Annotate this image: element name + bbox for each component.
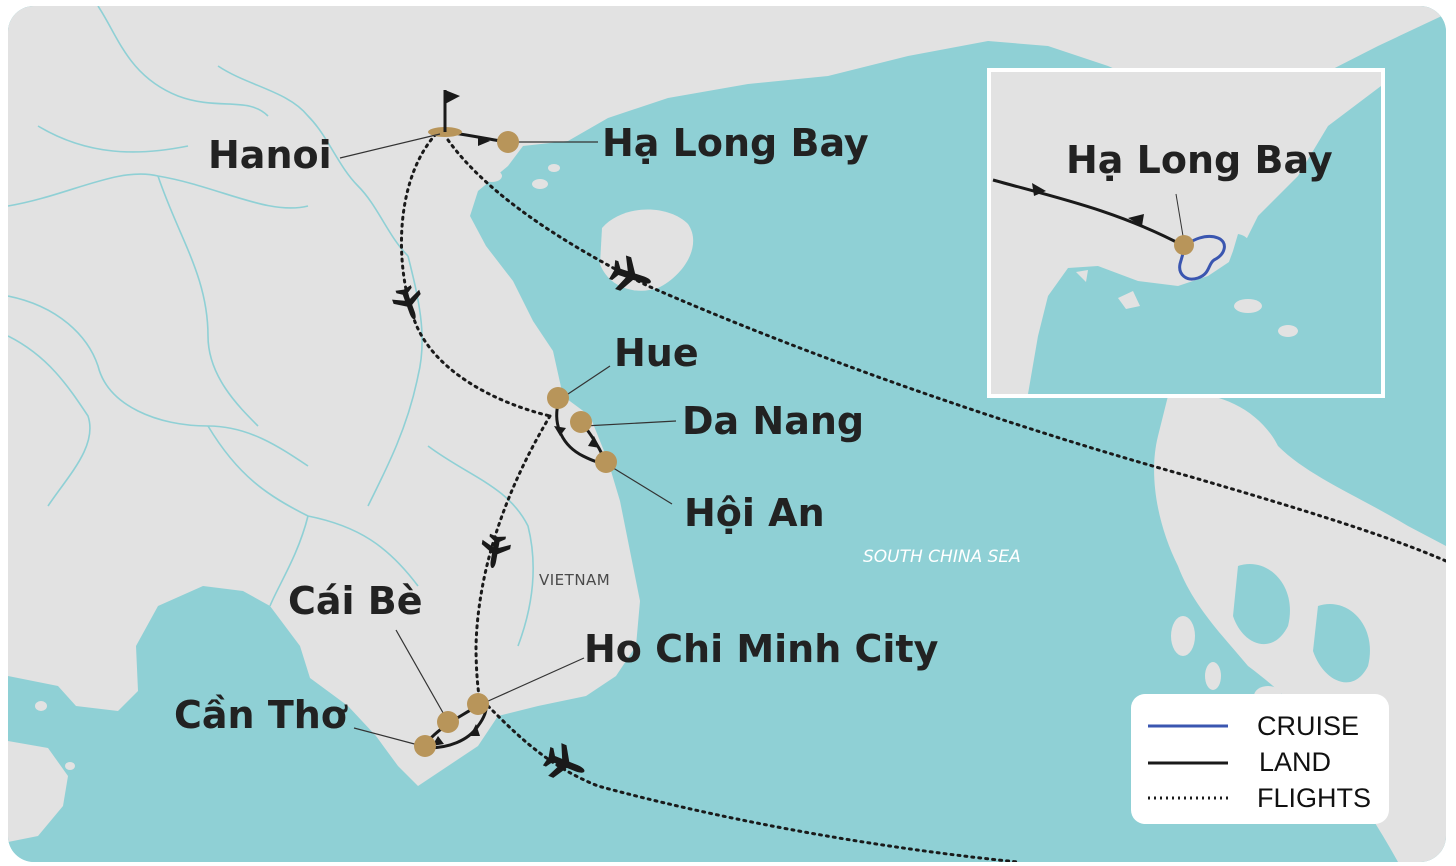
route-arrow-icon: [588, 436, 600, 448]
inset-cruise-route: [1178, 235, 1226, 281]
route-map: Hạ Long Bay: [8, 6, 1446, 862]
route-arrow-icon: [1032, 183, 1046, 196]
inset-map: Hạ Long Bay: [987, 68, 1385, 398]
inset-ha-long-marker: [1174, 235, 1194, 255]
marker-can-tho: [414, 735, 436, 757]
route-arrow-icon: [554, 426, 566, 436]
label-ho-chi-minh-city: Ho Chi Minh City: [584, 627, 939, 671]
marker-ho-chi-minh-city: [467, 693, 489, 715]
label-da-nang: Da Nang: [682, 399, 864, 443]
island: [1171, 616, 1195, 656]
label-hanoi: Hanoi: [208, 133, 332, 177]
label-cai-be: Cái Bè: [288, 579, 423, 623]
marker-hoi-an: [595, 451, 617, 473]
inset-land-route: [992, 178, 1185, 248]
island: [1205, 662, 1221, 690]
legend-flights-label: FLIGHTS: [1257, 783, 1371, 813]
label-vietnam: VIETNAM: [539, 571, 610, 589]
philippines-bay: [1233, 564, 1290, 645]
marker-ha-long-bay: [497, 131, 519, 153]
route-arrow-icon: [478, 136, 490, 146]
map-canvas: Hạ Long Bay: [8, 6, 1446, 862]
label-hue: Hue: [614, 331, 699, 375]
inset-title: Hạ Long Bay: [1066, 138, 1333, 182]
marker-cai-be: [437, 711, 459, 733]
label-hoi-an: Hội An: [684, 491, 825, 535]
mainland: [8, 6, 1446, 786]
island: [482, 170, 502, 182]
island: [548, 164, 560, 172]
island: [65, 762, 75, 770]
label-ha-long-bay: Hạ Long Bay: [602, 121, 869, 165]
label-south-china-sea: SOUTH CHINA SEA: [863, 547, 1021, 567]
island: [532, 179, 548, 189]
flight-hue-hcmc: [474, 414, 552, 704]
label-leaders: [339, 133, 677, 747]
marker-hue: [547, 387, 569, 409]
route-arrow-icon: [1128, 214, 1144, 226]
route-arrow-icon: [470, 724, 480, 736]
label-can-tho: Cần Thơ: [174, 693, 348, 737]
island: [35, 701, 47, 711]
peninsula: [8, 741, 68, 842]
inset-label-leader: [1175, 193, 1185, 243]
legend-land-label: LAND: [1259, 747, 1331, 777]
legend: CRUISE LAND FLIGHTS: [1131, 694, 1389, 824]
flight-hanoi-out: [446, 138, 1446, 563]
marker-da-nang: [570, 411, 592, 433]
legend-cruise-label: CRUISE: [1257, 711, 1359, 741]
philippines-bay: [1313, 604, 1370, 683]
flight-hcmc-out: [486, 704, 1020, 862]
